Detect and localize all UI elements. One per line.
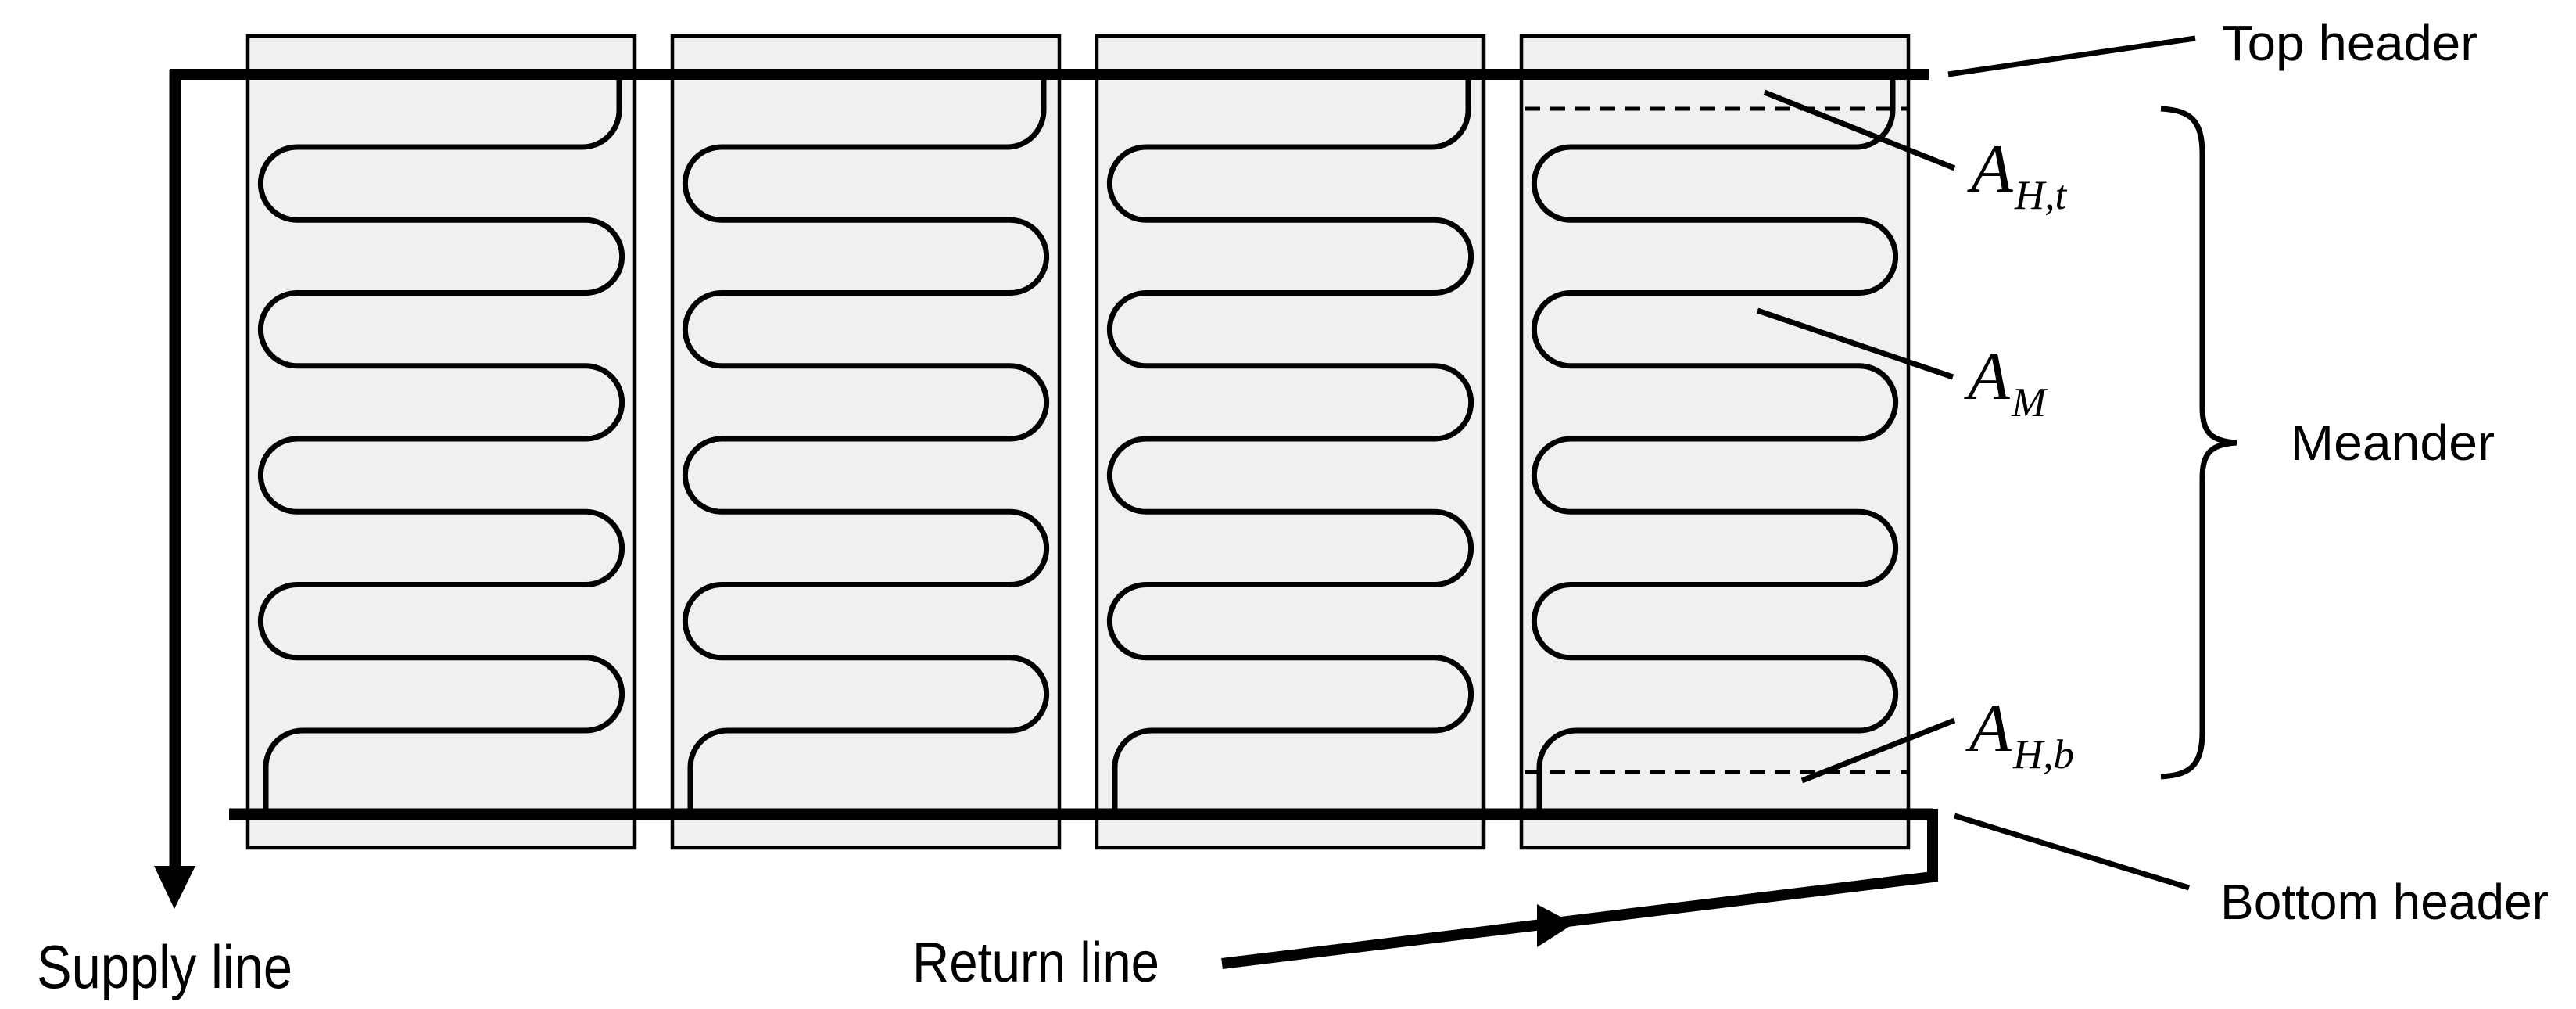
area-m-symbol: A — [1964, 339, 2011, 415]
area-hb-leader-line — [1800, 717, 1956, 784]
supply-line-label: Supply line — [37, 932, 292, 1001]
return-line-label: Return line — [912, 932, 1159, 994]
absorber-panel — [1519, 34, 1911, 850]
bottom-header-label: Bottom header — [2220, 874, 2549, 930]
meander-pipe — [1106, 75, 1474, 816]
area-ht-symbol: A — [1967, 131, 2014, 207]
absorber-panel — [1095, 34, 1486, 850]
supply-arrow-down-icon — [154, 866, 195, 909]
top-header-leader-line — [1947, 35, 2196, 77]
area-ht-leader-line — [1763, 89, 1956, 171]
absorber-panel — [670, 34, 1062, 850]
area-hb-symbol: A — [1965, 691, 2012, 767]
area-hb-subscript: H,b — [2012, 732, 2074, 777]
meander-pipe — [682, 75, 1050, 816]
top-header-label: Top header — [2222, 15, 2477, 71]
absorber-panels — [245, 34, 1911, 850]
bottom-header-leader-line — [1953, 813, 2191, 891]
meander-pipe — [1531, 75, 1899, 816]
return-arrow-right-icon — [1537, 904, 1574, 947]
meander-label: Meander — [2291, 415, 2495, 471]
meander-pipe — [257, 75, 625, 816]
area-hb-label: A H,b — [1965, 691, 2074, 777]
area-ht-subscript: H,t — [2014, 173, 2068, 218]
area-ht-label: A H,t — [1967, 131, 2068, 218]
area-m-leader-line — [1756, 307, 1954, 380]
meander-brace — [2160, 106, 2237, 780]
return-line-pipe — [1221, 809, 1938, 969]
absorber-panel — [245, 34, 637, 850]
area-m-subscript: M — [2011, 380, 2048, 426]
area-m-label: A M — [1964, 339, 2048, 426]
